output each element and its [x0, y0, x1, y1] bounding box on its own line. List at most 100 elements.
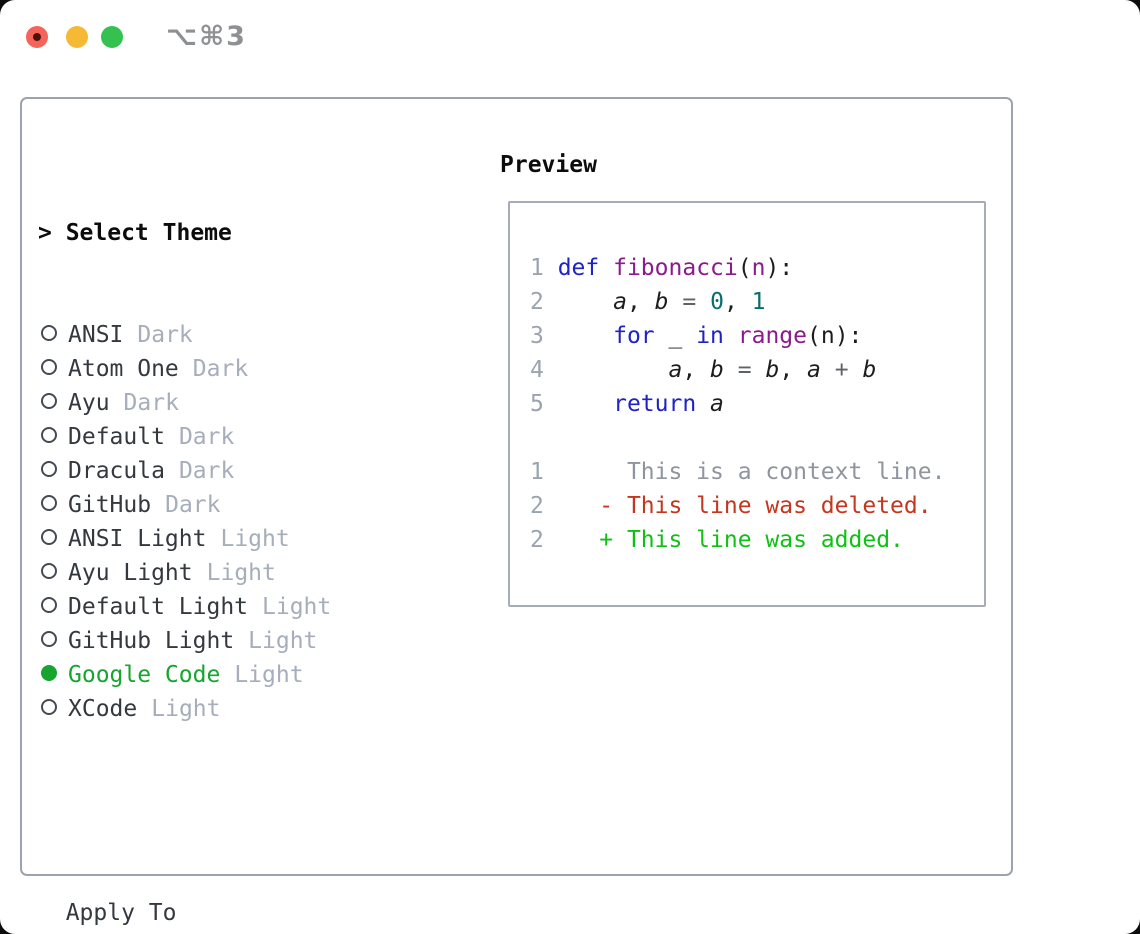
theme-option[interactable]: Google Code Light [38, 658, 426, 692]
token-ln: 1 [530, 459, 558, 485]
preview-line: 2 + This line was added. [530, 523, 984, 557]
token-op: = [737, 357, 752, 383]
preview-line: 2 - This line was deleted. [530, 489, 984, 523]
minimize-button[interactable] [66, 26, 88, 48]
option-label: GitHub Light [68, 628, 235, 654]
preview-line: 5 return a [530, 387, 984, 421]
token-add: + This line was added. [557, 527, 904, 553]
token-var: a [710, 391, 724, 417]
option-variant-tag: Dark [178, 458, 235, 484]
token-op: = [682, 289, 697, 315]
token-var: b [765, 357, 780, 383]
token-pl [558, 289, 613, 315]
token-ln: 2 [530, 289, 558, 315]
token-fn: range [737, 323, 807, 349]
apply-to-label: Apply To [38, 900, 177, 926]
token-var: b [710, 357, 724, 383]
token-var: b [654, 289, 669, 315]
option-variant-tag: Dark [123, 390, 179, 416]
option-label: Atom One [68, 356, 179, 382]
theme-option[interactable]: GitHub Light Light [38, 624, 426, 658]
preview-header: Preview [500, 152, 597, 178]
token-pl [696, 391, 710, 417]
radio-unselected-icon [41, 461, 57, 477]
window-title: ⌥⌘3 [166, 21, 247, 52]
theme-option[interactable]: XCode Light [38, 692, 426, 726]
preview-line: 1 def fibonacci(n): [530, 251, 984, 285]
preview-blank-line [530, 421, 984, 455]
select-theme-header: > Select Theme [38, 220, 232, 246]
token-var: a [613, 289, 627, 315]
radio-unselected-icon [41, 597, 57, 613]
token-pl: , [723, 289, 752, 315]
token-var: a [668, 357, 683, 383]
option-label: ANSI Light [68, 526, 207, 552]
option-label: XCode [68, 696, 138, 722]
option-variant-tag: Light [248, 628, 318, 654]
theme-option[interactable]: Atom One Dark [38, 352, 426, 386]
token-pl [558, 357, 669, 383]
radio-unselected-icon [41, 393, 57, 409]
token-pl: _ [654, 323, 697, 349]
radio-unselected-icon [41, 699, 57, 715]
preview-line: 4 a, b = b, a + b [530, 353, 984, 387]
token-ln: 2 [530, 493, 558, 519]
close-button[interactable] [26, 26, 48, 48]
preview-line: 2 a, b = 0, 1 [530, 285, 984, 319]
option-variant-tag: Light [151, 696, 221, 722]
token-fn: fibonacci [613, 255, 738, 281]
option-label: Dracula [68, 458, 165, 484]
token-pl [849, 357, 863, 383]
option-variant-tag: Dark [192, 356, 249, 382]
token-kw: in [696, 323, 724, 349]
token-del: - This line was deleted. [557, 493, 932, 519]
option-label: Ayu [68, 390, 110, 416]
radio-unselected-icon [41, 529, 57, 545]
theme-option[interactable]: Dracula Dark [38, 454, 426, 488]
preview-line: 1 This is a context line. [530, 455, 984, 489]
option-label: Default [68, 424, 165, 450]
option-label: GitHub [68, 492, 152, 518]
token-pl: , [779, 357, 808, 383]
radio-unselected-icon [41, 427, 57, 443]
radio-unselected-icon [41, 563, 57, 579]
token-ln: 2 [530, 527, 558, 553]
token-num: 1 [751, 289, 766, 315]
zoom-button[interactable] [101, 26, 123, 48]
token-var: b [862, 357, 877, 383]
radio-unselected-icon [41, 325, 57, 341]
option-variant-tag: Dark [137, 322, 193, 348]
option-variant-tag: Light [234, 662, 304, 688]
token-num: 0 [710, 289, 724, 315]
token-fn: n [751, 255, 766, 281]
token-ln: 1 [530, 255, 558, 281]
token-pl [724, 323, 738, 349]
radio-unselected-icon [41, 495, 57, 511]
option-variant-tag: Light [220, 526, 290, 552]
token-pl [558, 323, 613, 349]
theme-option[interactable]: ANSI Dark [38, 318, 426, 352]
theme-option[interactable]: Ayu Dark [38, 386, 426, 420]
option-label: ANSI [68, 322, 124, 348]
token-pl: ( [737, 255, 752, 281]
token-pl [821, 357, 835, 383]
token-var: a [807, 357, 821, 383]
radio-unselected-icon [41, 631, 57, 647]
option-label: Google Code [68, 662, 221, 688]
token-op: + [834, 357, 849, 383]
token-kw: def [557, 255, 600, 281]
theme-option[interactable]: ANSI Light Light [38, 522, 426, 556]
title-bar: ⌥⌘3 [0, 0, 1140, 74]
token-pl [752, 357, 766, 383]
token-pl: (n): [807, 323, 863, 349]
token-kw: return [613, 391, 697, 417]
